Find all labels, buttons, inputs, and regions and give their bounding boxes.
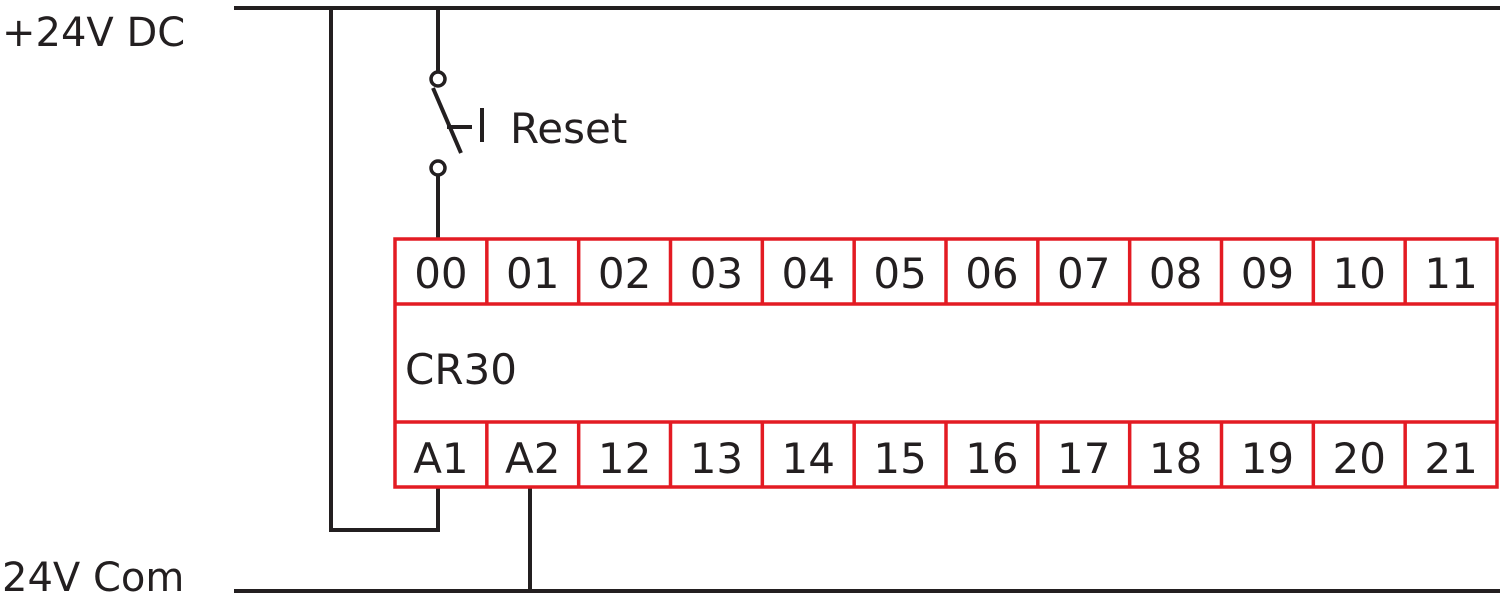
top-terminal-label-5: 05 xyxy=(873,249,926,298)
relay-module: 00 01 02 03 04 05 06 07 08 09 10 11 A1 A2 12 13 14 15 16 1… xyxy=(393,237,1499,489)
a1-supply-wire xyxy=(329,8,440,532)
bottom-terminal-label-3: 13 xyxy=(690,434,743,483)
bottom-terminal-label-6: 16 xyxy=(965,434,1018,483)
bottom-terminal-label-11: 21 xyxy=(1424,434,1477,483)
top-terminal-label-9: 09 xyxy=(1241,249,1294,298)
top-terminal-label-1: 01 xyxy=(506,249,559,298)
reset-top-contact-icon xyxy=(429,70,447,88)
bottom-terminal-label-9: 19 xyxy=(1241,434,1294,483)
relay-name-label: CR30 xyxy=(405,345,517,394)
top-terminal-label-4: 04 xyxy=(782,249,835,298)
bottom-terminal-row: A1 A2 12 13 14 15 16 17 18 19 20 21 xyxy=(413,434,1478,483)
positive-rail-label: +24V DC xyxy=(2,10,185,56)
reset-bottom-contact-icon xyxy=(429,159,447,177)
bottom-terminal-label-4: 14 xyxy=(782,434,835,483)
bottom-terminal-label-8: 18 xyxy=(1149,434,1202,483)
top-terminal-label-0: 00 xyxy=(414,249,467,298)
bottom-terminal-label-0: A1 xyxy=(413,434,468,483)
terminal-dividers xyxy=(485,239,1407,487)
top-terminal-label-11: 11 xyxy=(1424,249,1477,298)
top-terminal-label-8: 08 xyxy=(1149,249,1202,298)
bottom-terminal-label-7: 17 xyxy=(1057,434,1110,483)
top-terminal-label-2: 02 xyxy=(598,249,651,298)
bottom-terminal-label-10: 20 xyxy=(1333,434,1386,483)
top-terminal-row: 00 01 02 03 04 05 06 07 08 09 10 11 xyxy=(414,249,1478,298)
top-terminal-label-3: 03 xyxy=(690,249,743,298)
reset-switch-icon xyxy=(429,70,484,177)
common-rail-label: 24V Com xyxy=(2,555,184,601)
bottom-terminal-label-1: A2 xyxy=(505,434,560,483)
reset-switch-label: Reset xyxy=(510,104,627,153)
top-terminal-label-6: 06 xyxy=(965,249,1018,298)
bottom-terminal-label-5: 15 xyxy=(873,434,926,483)
top-terminal-label-10: 10 xyxy=(1333,249,1386,298)
bottom-terminal-label-2: 12 xyxy=(598,434,651,483)
top-terminal-label-7: 07 xyxy=(1057,249,1110,298)
